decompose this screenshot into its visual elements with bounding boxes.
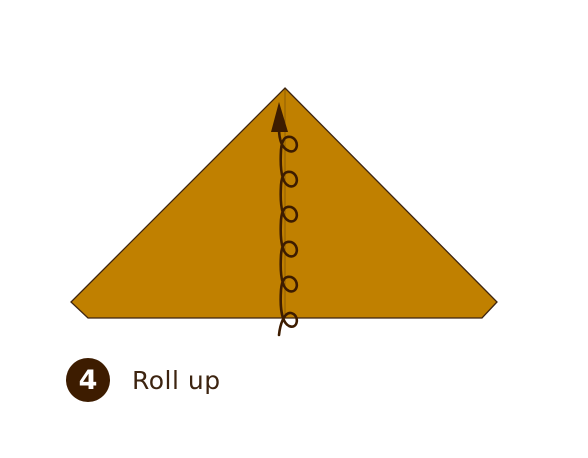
curly-roll-arrow-icon <box>277 126 299 337</box>
step-caption: 4 Roll up <box>66 358 221 402</box>
step-number-badge: 4 <box>66 358 110 402</box>
step-label: Roll up <box>132 365 221 395</box>
arrowhead-icon <box>271 102 288 132</box>
